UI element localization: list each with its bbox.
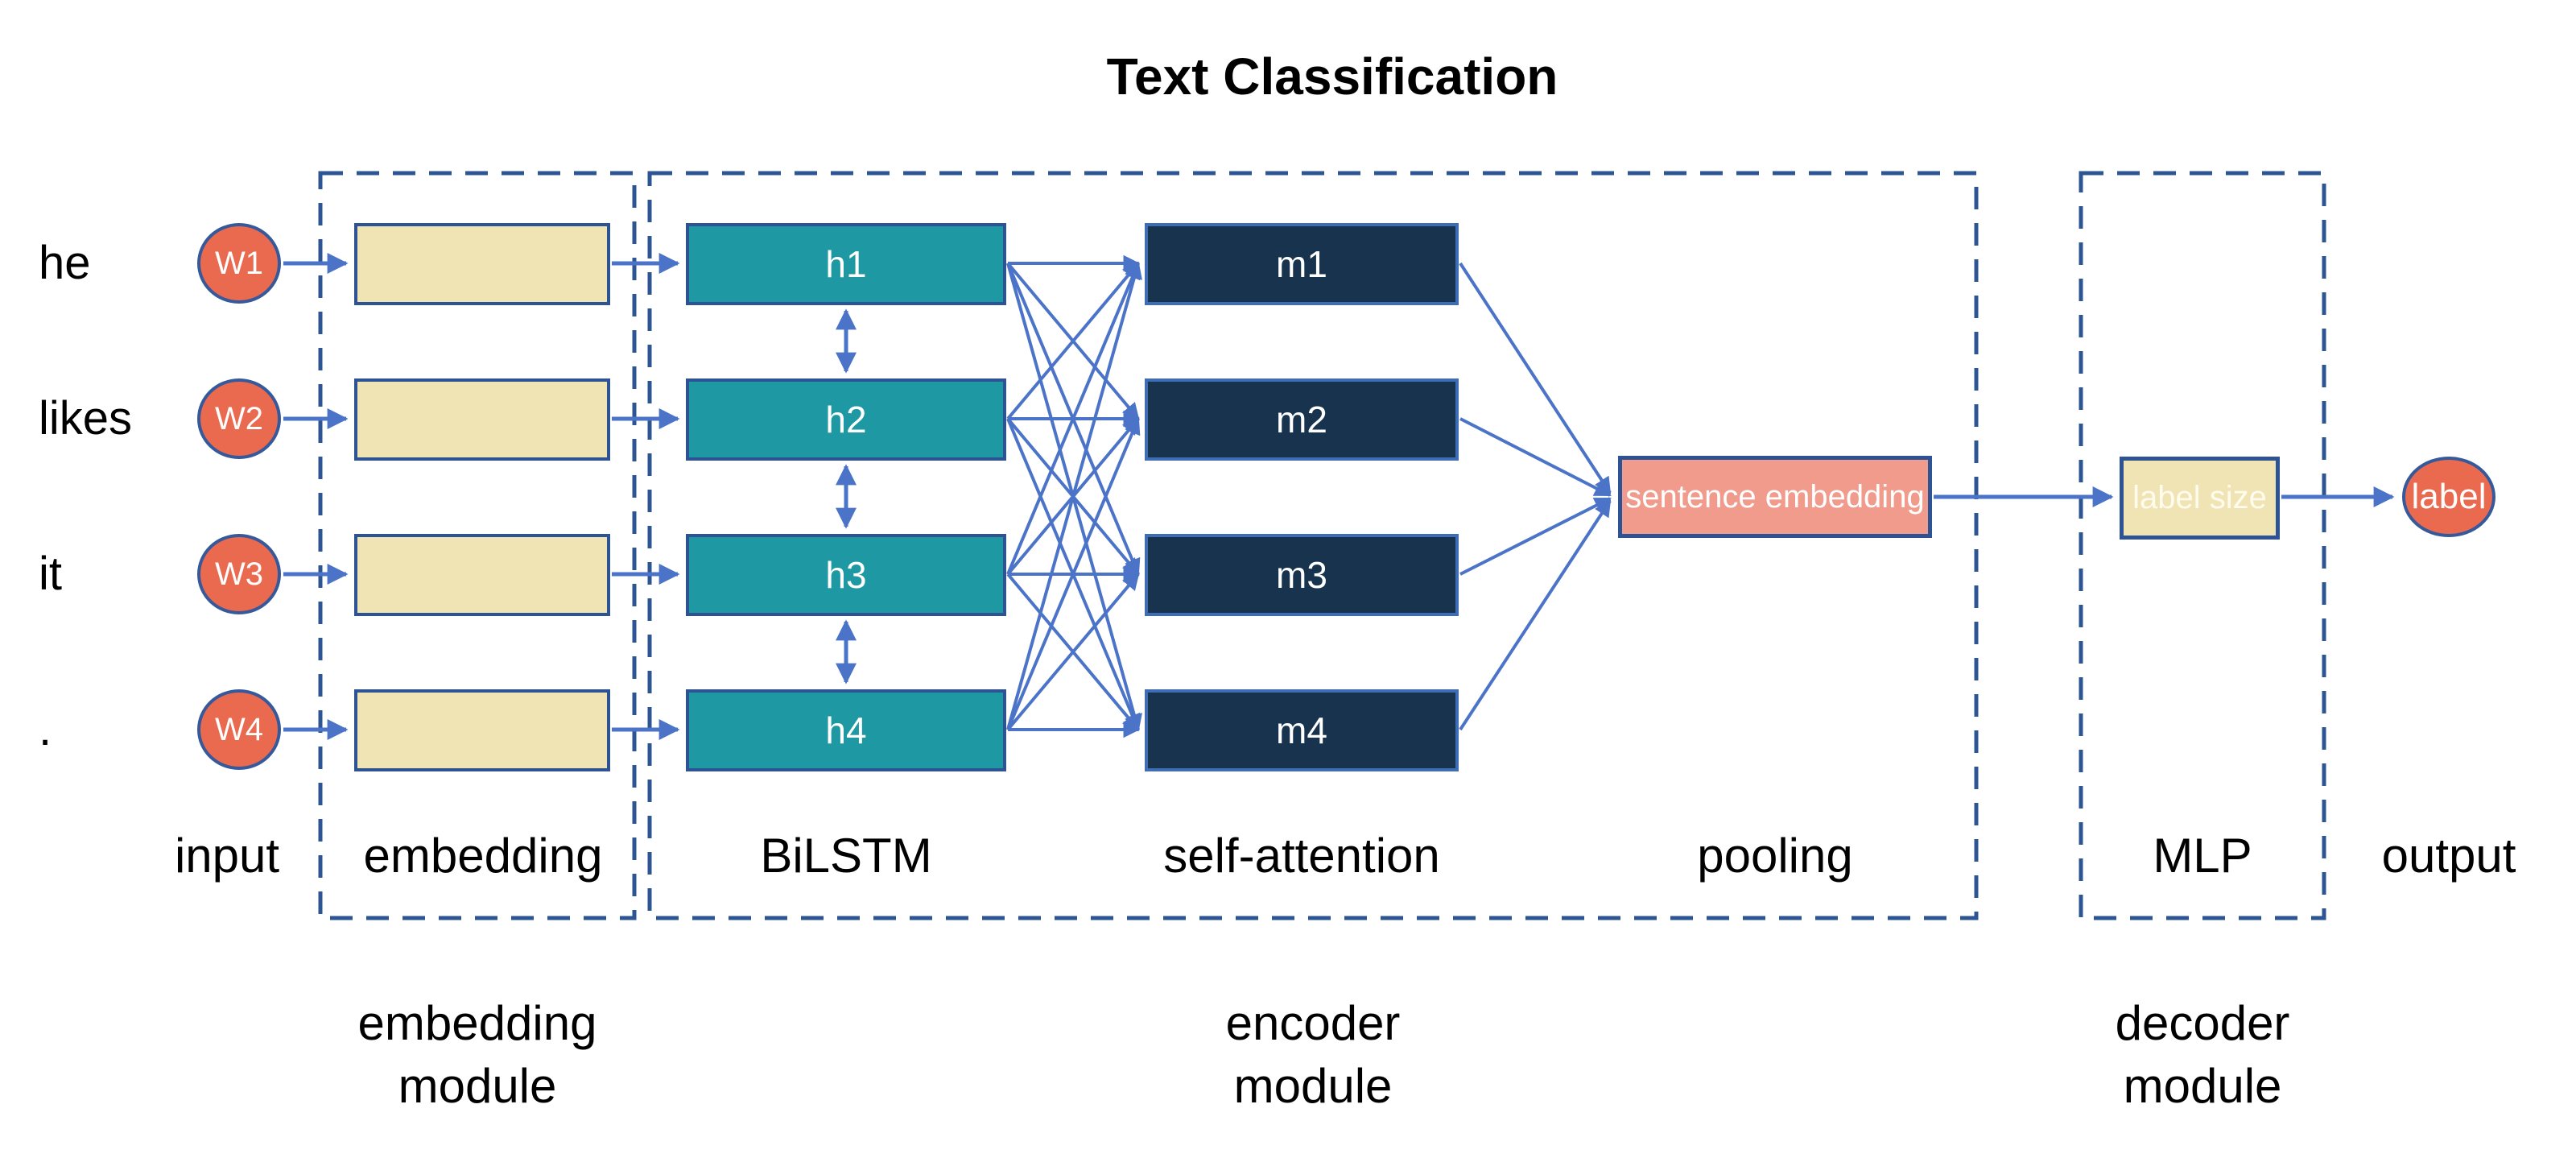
pooling-line-m2 — [1459, 417, 1612, 497]
column-label-output: output — [2381, 829, 2516, 883]
bilstm-box-h4: h4 — [686, 689, 1006, 771]
decoder-module-label-line1: decoder — [2115, 996, 2290, 1050]
pooling-line-m1 — [1459, 262, 1612, 494]
embedding-box-2 — [354, 378, 610, 461]
embedding-box-1 — [354, 223, 610, 305]
input-word: likes — [39, 392, 133, 445]
bilstm-box-h1: h1 — [686, 223, 1006, 305]
attention-box-m2: m2 — [1145, 378, 1459, 461]
decoder-module-frame — [2079, 171, 2326, 920]
encoder-module-label: encoder module — [1226, 992, 1401, 1118]
attention-line-h4-m2 — [1006, 417, 1141, 730]
encoder-module-frame — [647, 171, 1979, 920]
input-node-w3: W3 — [197, 534, 281, 614]
decoder-module-label-line2: module — [2123, 1059, 2282, 1113]
attention-box-m1: m1 — [1145, 223, 1459, 305]
input-node-w1: W1 — [197, 223, 281, 304]
embedding-module-label-line1: embedding — [357, 996, 597, 1050]
embedding-box-4 — [354, 689, 610, 771]
attention-line-h4-m1 — [1006, 261, 1142, 730]
input-word: he — [39, 237, 91, 289]
embedding-module-frame — [318, 171, 637, 920]
attention-box-m3: m3 — [1145, 534, 1459, 616]
column-label-embedding: embedding — [363, 829, 603, 883]
column-label-self-attention: self-attention — [1163, 829, 1440, 883]
embedding-module-label: embedding module — [358, 992, 597, 1118]
column-label-mlp: MLP — [2153, 829, 2252, 883]
input-word: it — [39, 548, 62, 600]
attention-line-h3-m1 — [1006, 262, 1141, 575]
attention-line-h2-m1 — [1006, 262, 1140, 420]
encoder-module-label-line2: module — [1233, 1059, 1393, 1113]
embedding-module-label-line2: module — [398, 1059, 557, 1113]
input-node-w2: W2 — [197, 378, 281, 459]
embedding-box-3 — [354, 534, 610, 616]
column-label-pooling: pooling — [1697, 829, 1853, 883]
attention-box-m4: m4 — [1145, 689, 1459, 771]
bilstm-box-h2: h2 — [686, 378, 1006, 461]
decoder-module-label: decoder module — [2116, 992, 2290, 1118]
input-node-w4: W4 — [197, 689, 281, 770]
pooling-line-m3 — [1459, 497, 1612, 576]
input-word: . — [39, 703, 52, 755]
bilstm-box-h3: h3 — [686, 534, 1006, 616]
sentence-embedding-box: sentence embedding — [1618, 456, 1932, 538]
diagram-title: Text Classification — [1106, 48, 1558, 105]
label-size-box: label size — [2120, 457, 2280, 540]
column-label-input: input — [174, 829, 280, 883]
pooling-line-m4 — [1459, 499, 1612, 731]
encoder-module-label-line1: encoder — [1225, 996, 1401, 1050]
column-label-bilstm: BiLSTM — [760, 829, 932, 883]
output-label-node: label — [2402, 457, 2496, 537]
attention-line-h4-m3 — [1006, 573, 1140, 731]
